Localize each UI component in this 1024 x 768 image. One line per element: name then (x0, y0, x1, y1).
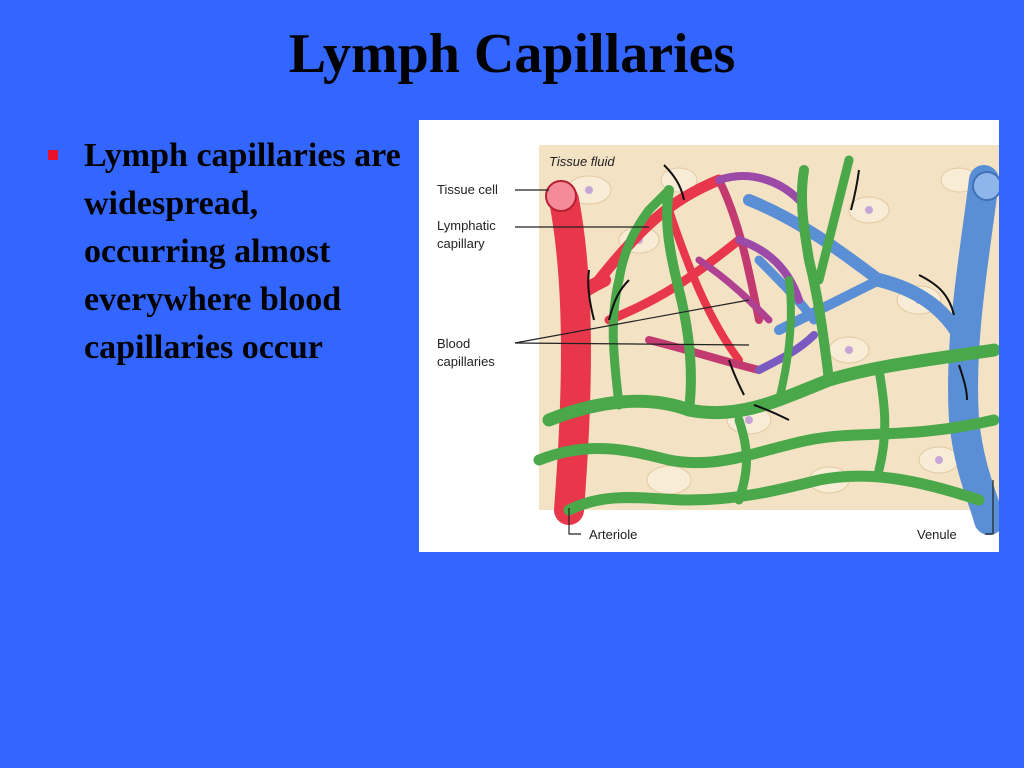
label-arteriole: Arteriole (589, 527, 637, 542)
label-blood-2: capillaries (437, 354, 495, 369)
illustration-svg: Tissue fluid Tissue cell Lymphatic capil… (437, 145, 999, 542)
label-tissue-cell: Tissue cell (437, 182, 498, 197)
flow-arrows (587, 164, 968, 421)
label-venule: Venule (917, 527, 957, 542)
bullet-list: Lymph capillaries are widespread, occurr… (42, 132, 402, 372)
bullet-text: Lymph capillaries are widespread, occurr… (84, 137, 401, 366)
bullet-marker-icon (48, 150, 58, 160)
label-lymphatic-1: Lymphatic (437, 218, 496, 233)
label-leader-lines (514, 189, 994, 535)
label-tissue-fluid: Tissue fluid (549, 154, 615, 169)
slide-title: Lymph Capillaries (288, 23, 736, 85)
bullet-item: Lymph capillaries are widespread, occurr… (42, 132, 402, 372)
venule-vessel (743, 165, 999, 535)
label-blood-1: Blood (437, 336, 470, 351)
lymph-capillary-illustration: Tissue fluid Tissue cell Lymphatic capil… (419, 120, 999, 552)
label-lymphatic-2: capillary (437, 236, 485, 251)
blood-capillary-network (593, 172, 818, 374)
